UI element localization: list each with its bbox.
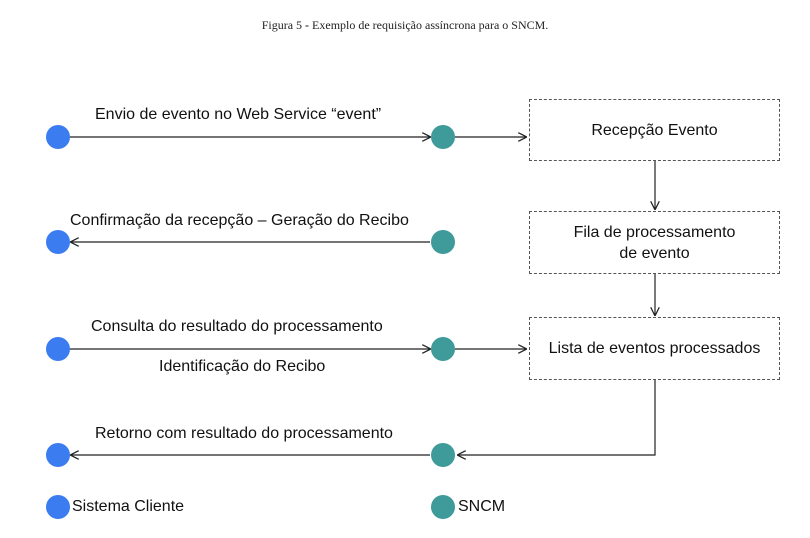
figure-caption: Figura 5 - Exemplo de requisição assíncr… [0, 18, 810, 33]
caption-prefix: Figura 5 [261, 18, 303, 32]
arrow-lista-to-retorno [458, 380, 656, 455]
client-node-retorno [46, 443, 70, 467]
box-recepcao-label: Recepção Evento [591, 121, 718, 139]
label-identificacao: Identificação do Recibo [159, 358, 326, 375]
box-lista-label: Lista de eventos processados [548, 340, 761, 357]
legend-client-dot [46, 495, 70, 519]
box-fila-line2: de evento [619, 244, 690, 262]
box-lista-eventos: Lista de eventos processados [529, 317, 780, 380]
legend-sncm-dot [431, 495, 455, 519]
legend-client-label: Sistema Cliente [72, 498, 185, 515]
caption-separator: - [302, 18, 313, 32]
caption-text: Exemplo de requisição assíncrona para o … [312, 18, 549, 32]
label-confirmacao: Confirmação da recepção – Geração do Rec… [70, 212, 409, 229]
client-node-confirmacao [46, 230, 70, 254]
client-node-consulta [46, 337, 70, 361]
sncm-node-retorno [431, 443, 455, 467]
label-envio: Envio de evento no Web Service “event” [95, 106, 382, 123]
legend-sncm-label: SNCM [458, 498, 506, 515]
box-fila-processamento: Fila de processamento de evento [529, 211, 780, 274]
sncm-node-consulta [431, 337, 455, 361]
label-consulta: Consulta do resultado do processamento [91, 318, 383, 335]
box-fila-label: Fila de processamento de evento [574, 222, 736, 264]
sncm-node-envio [431, 125, 455, 149]
box-recepcao-evento: Recepção Evento [529, 99, 780, 161]
box-fila-line1: Fila de processamento [573, 223, 736, 241]
client-node-envio [46, 125, 70, 149]
sncm-node-confirmacao [431, 230, 455, 254]
label-retorno: Retorno com resultado do processamento [95, 425, 393, 442]
